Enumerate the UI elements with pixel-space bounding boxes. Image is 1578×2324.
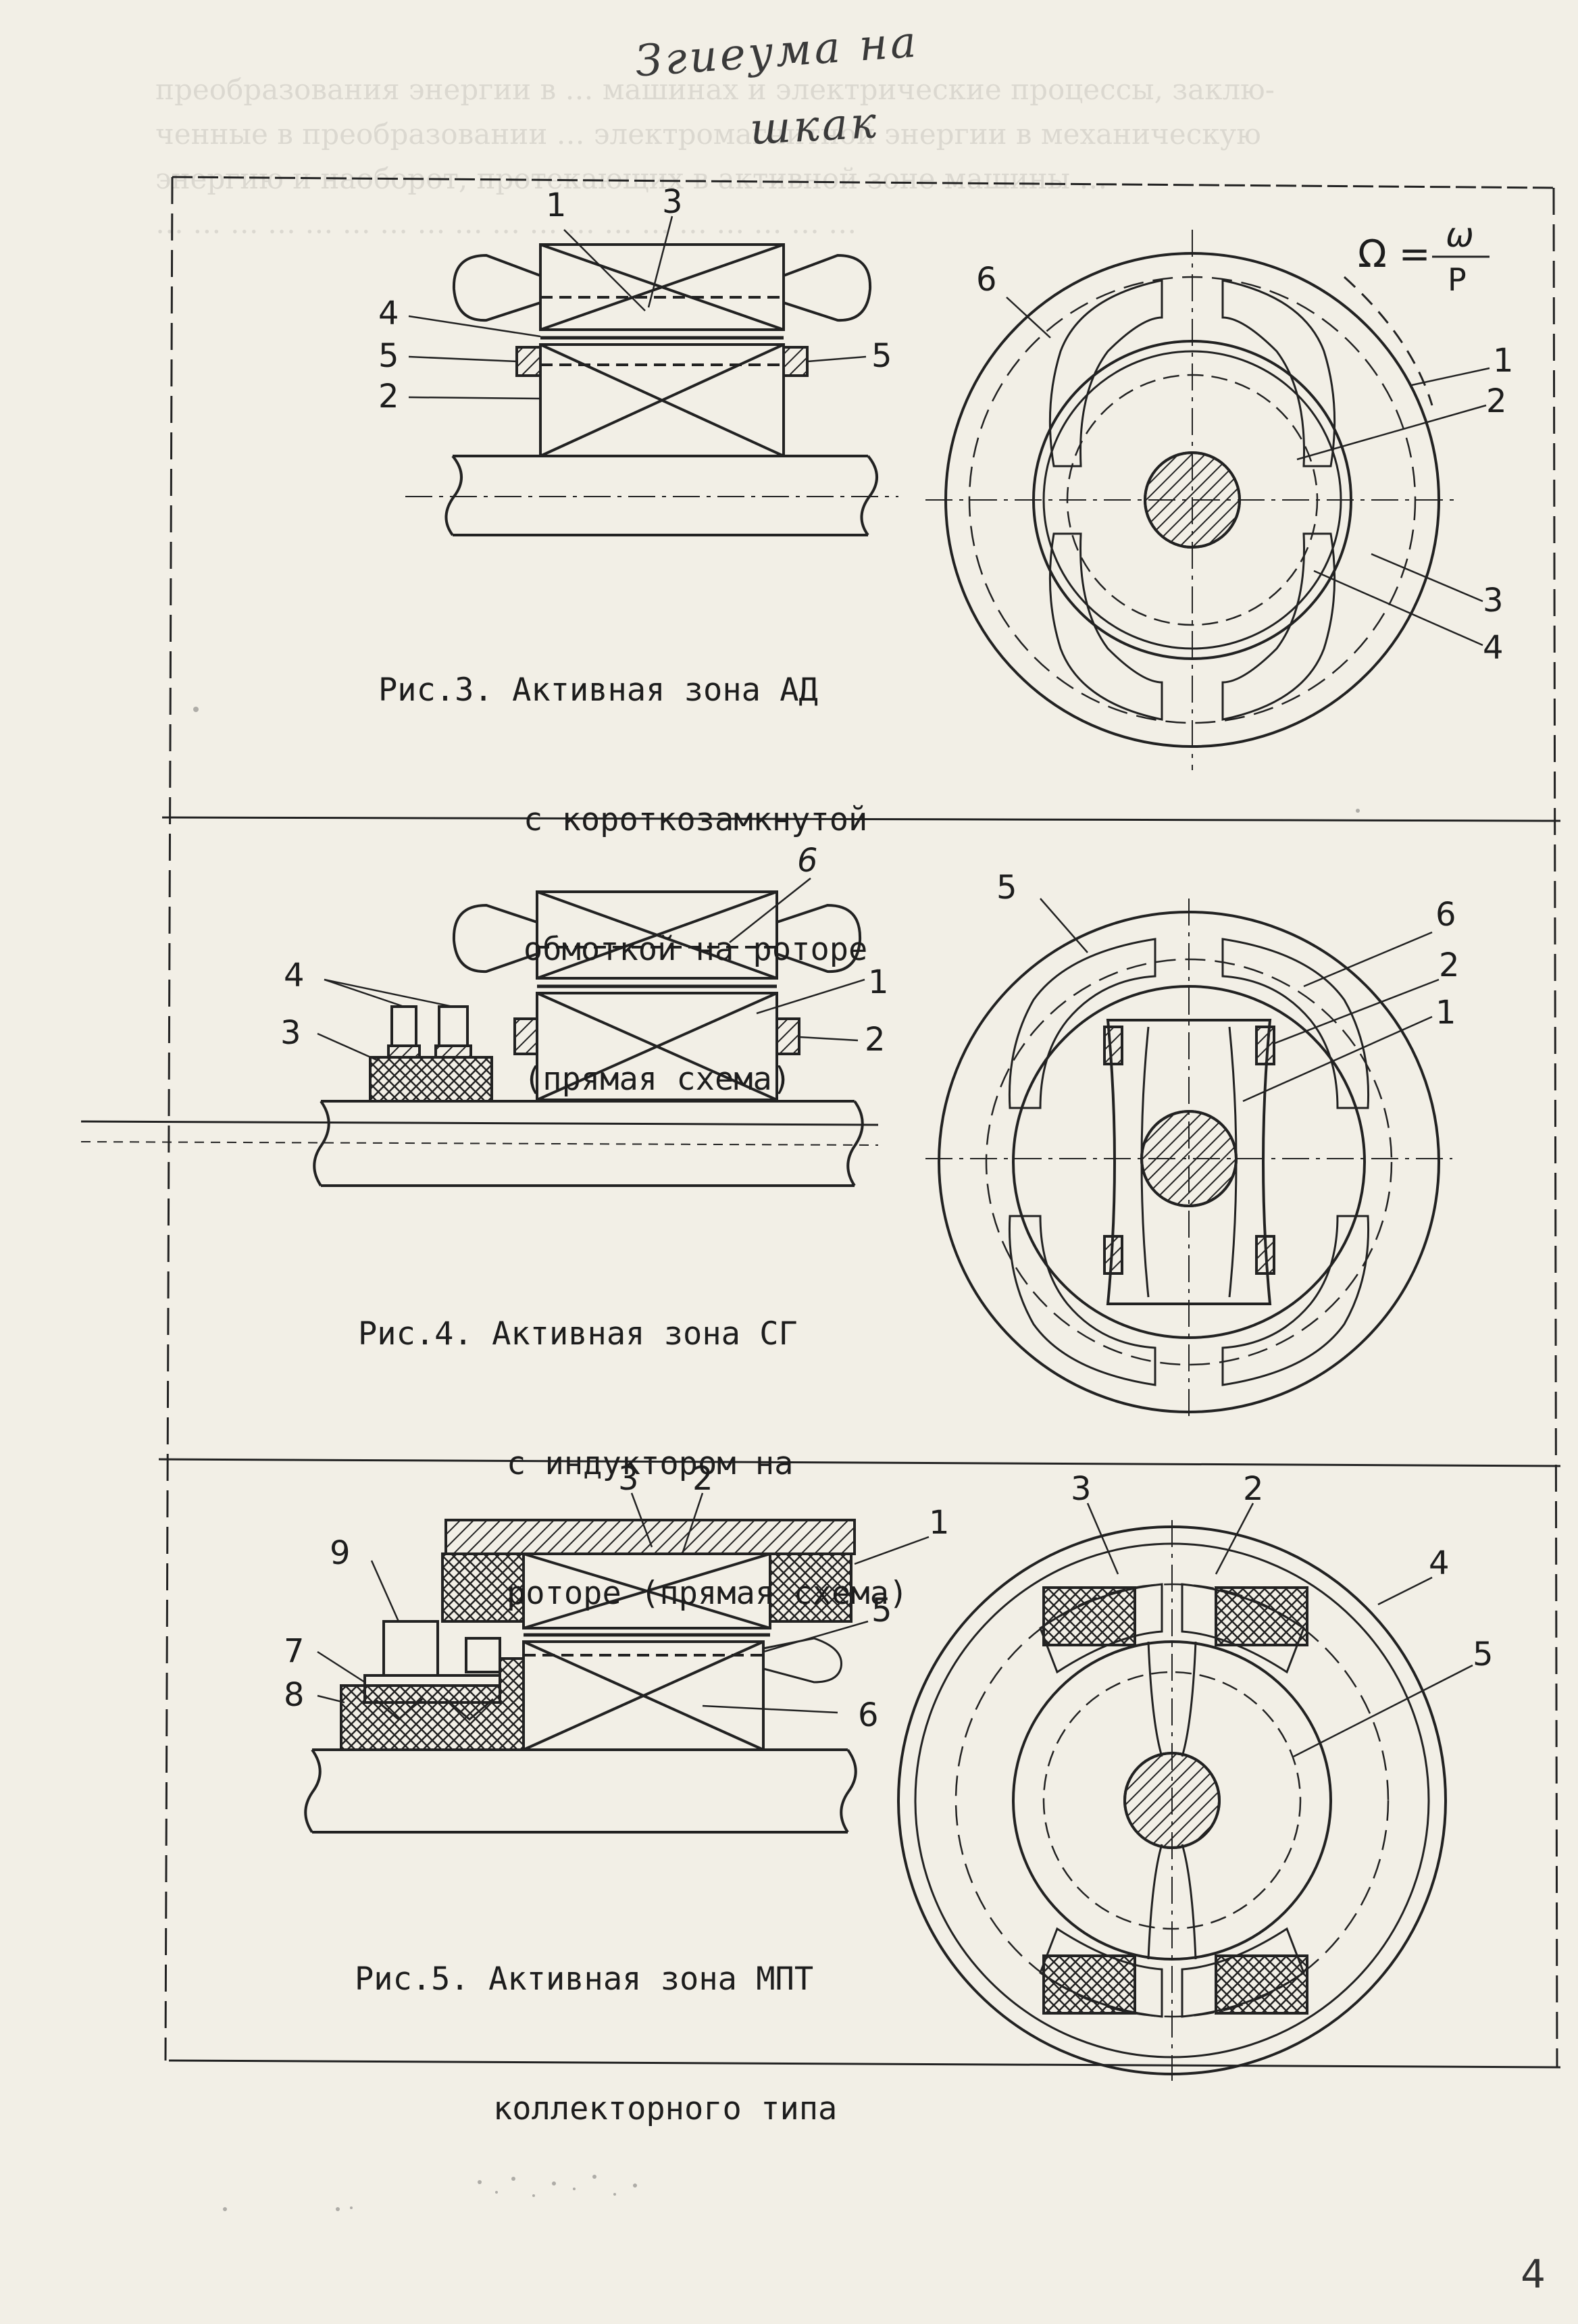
caption-line: с короткозамкнутой	[524, 801, 868, 838]
fig3-side-view	[405, 216, 898, 536]
fig5-side-labels: 3 2 1 9 5 7 8 6	[284, 1460, 950, 1734]
caption-line: Рис.3. Активная зона АД	[378, 672, 818, 709]
fig5-disc-view	[897, 1502, 1473, 2081]
fig3-label: 1	[546, 186, 567, 224]
fig5-label: 9	[330, 1534, 351, 1572]
fig5-caption: Рис.5. Активная зона МПТ коллекторного т…	[355, 1871, 837, 2217]
fig4-disc-label: 1	[1435, 994, 1456, 1032]
fig3-side-labels: 1 3 4 5 5 2	[378, 183, 892, 415]
caption-line: (прямая схема)	[524, 1061, 792, 1098]
fig4-label: 6	[797, 842, 818, 880]
formula-numerator: ω	[1446, 216, 1474, 255]
fig3-disc-label: 6	[976, 261, 997, 299]
fig5-disc-label: 3	[1071, 1470, 1092, 1508]
fig3-label: 4	[378, 295, 399, 332]
fig4-label: 2	[865, 1021, 886, 1059]
formula-lhs: Ω =	[1358, 232, 1431, 276]
fig4-side-labels: 6 4 1 3 2	[280, 842, 889, 1059]
scan-speckles	[193, 707, 1360, 2211]
fig4-disc-label: 5	[996, 869, 1017, 907]
caption-line: Рис.5. Активная зона МПТ	[355, 1961, 814, 1998]
fig4-disc-labels: 5 6 2 1	[996, 869, 1460, 1032]
caption-line: коллекторного типа	[493, 2090, 838, 2127]
fig5-label: 7	[284, 1632, 305, 1670]
fig5-label: 1	[929, 1504, 950, 1542]
caption-line: Рис.4. Активная зона СГ	[358, 1315, 798, 1353]
fig3-disc-label: 1	[1493, 342, 1514, 380]
fig3-caption: Рис.3. Активная зона АД с короткозамкнут…	[378, 582, 867, 1188]
fig3-label: 5	[378, 337, 399, 375]
caption-line: с индуктором на	[507, 1445, 794, 1482]
fig3-label: 3	[662, 183, 683, 221]
fig5-disc-label: 2	[1243, 1470, 1264, 1508]
fig3-disc-label: 4	[1483, 629, 1504, 667]
omega-formula: Ω = ω P	[1358, 216, 1490, 298]
fig5-disc-label: 4	[1429, 1544, 1450, 1582]
fig4-disc-label: 6	[1435, 896, 1456, 934]
fig3-disc-label: 2	[1486, 382, 1507, 420]
fig5-side-view	[304, 1492, 930, 1834]
fig3-disc-view	[925, 230, 1490, 770]
fig4-side-view	[313, 878, 865, 1187]
fig5-label: 2	[692, 1460, 713, 1498]
fig4-label: 3	[280, 1014, 301, 1052]
fig5-label: 3	[618, 1460, 639, 1498]
fig4-label: 1	[868, 963, 889, 1001]
fig5-label: 6	[858, 1696, 879, 1734]
fig3-disc-labels: 6 1 2 3 4	[976, 261, 1514, 667]
fig4-disc-view	[925, 898, 1452, 1419]
bleed-through-text: преобразования энергии в … машинах и эле…	[155, 73, 1275, 106]
fig5-label: 5	[871, 1592, 892, 1630]
fig3-disc-label: 3	[1483, 582, 1504, 620]
caption-line: роторе (прямая схема)	[507, 1575, 909, 1612]
fig3-label: 2	[378, 378, 399, 415]
formula-denominator: P	[1448, 261, 1467, 298]
fig3-label: 5	[871, 337, 892, 375]
bleed-through-text: … … … … … … … … … … … … … … … … … … …	[155, 207, 857, 240]
fig5-disc-labels: 3 2 4 5	[1071, 1470, 1494, 1673]
bleed-through-text: ченные в преобразовании … электромагнитн…	[155, 118, 1261, 151]
fig5-disc-label: 5	[1473, 1636, 1494, 1673]
fig4-disc-label: 2	[1439, 946, 1460, 984]
fig5-label: 8	[284, 1676, 305, 1714]
fig4-caption: Рис.4. Активная зона СГ с индуктором на …	[358, 1226, 908, 1702]
page-number: 4	[1521, 2251, 1546, 2297]
caption-line: обмоткой на роторе	[524, 931, 868, 968]
fig4-label: 4	[284, 957, 305, 994]
